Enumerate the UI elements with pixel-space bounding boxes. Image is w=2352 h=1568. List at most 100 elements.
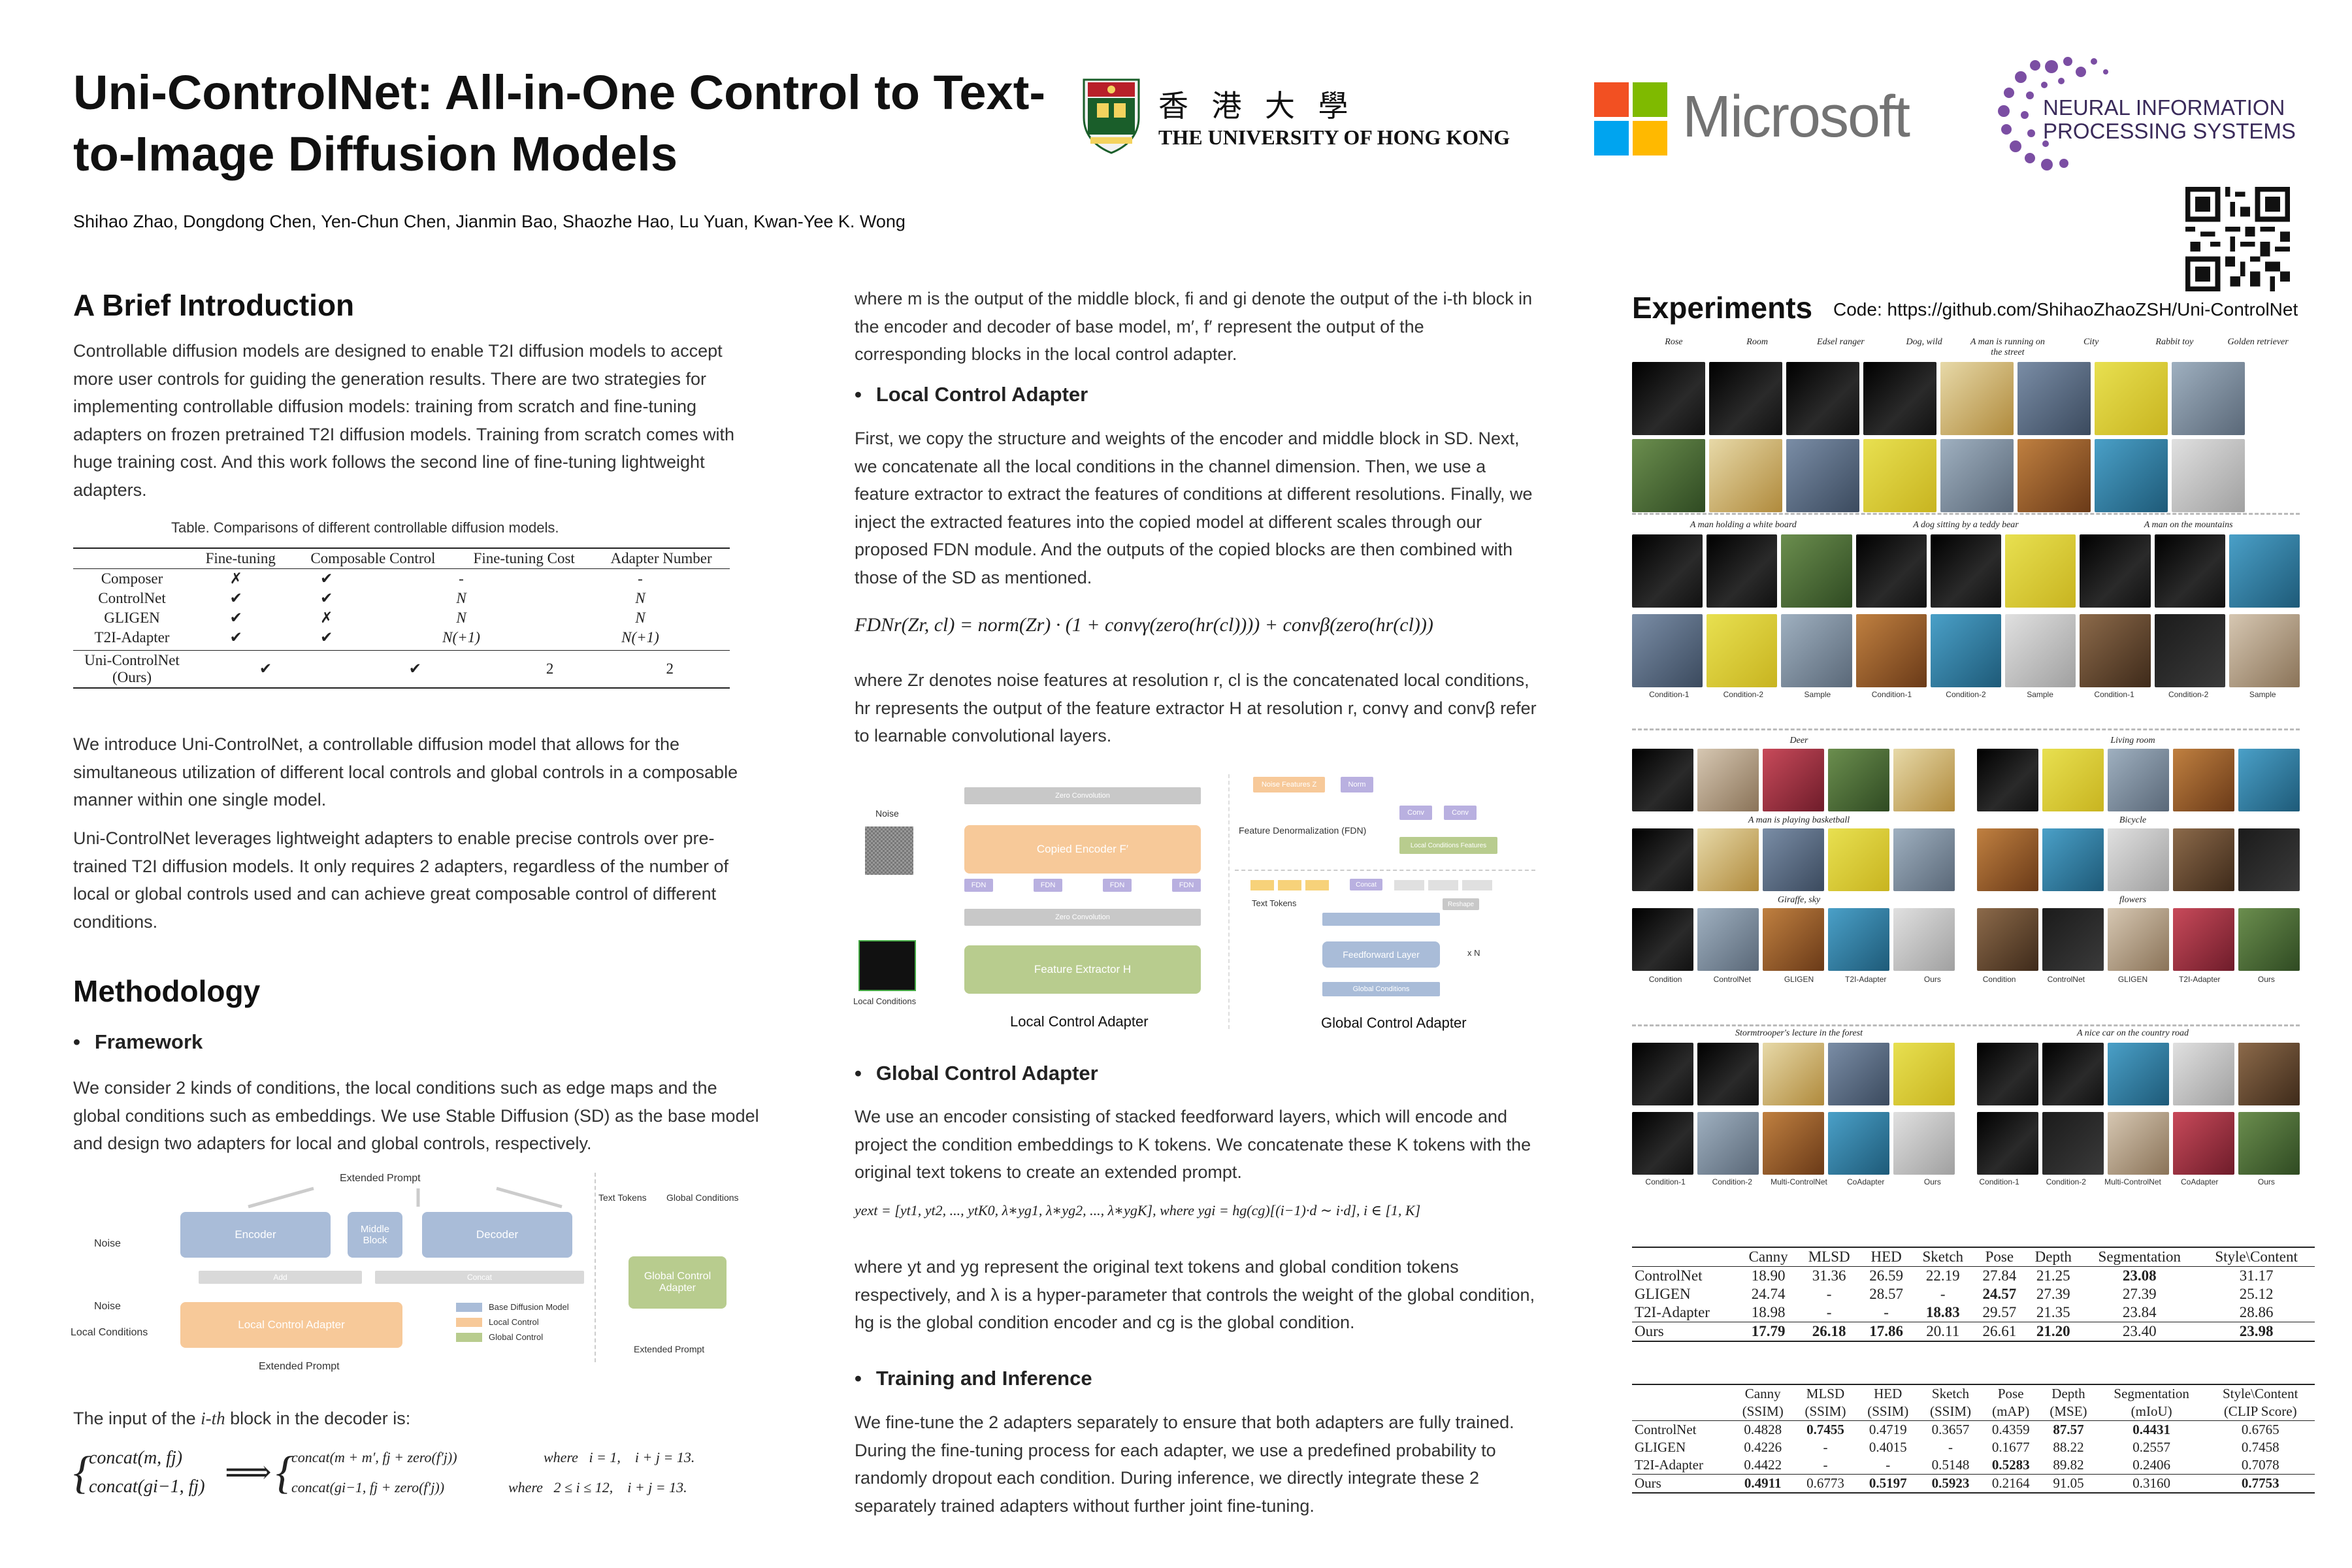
result-image bbox=[1697, 828, 1759, 891]
result-image bbox=[1697, 749, 1759, 811]
result-caption: Condition bbox=[1648, 975, 1682, 984]
result-caption: GLIGEN bbox=[2117, 975, 2148, 984]
result-image bbox=[1781, 534, 1852, 608]
global-where-text: where yt and yg represent the original t… bbox=[855, 1257, 1535, 1332]
result-image bbox=[2042, 908, 2104, 971]
result-image bbox=[1863, 362, 1936, 435]
middle-block-box: Middle Block bbox=[348, 1212, 402, 1258]
result-label: A man is playing basketball bbox=[1748, 815, 1850, 825]
result-caption: GLIGEN bbox=[1784, 975, 1814, 984]
result-image bbox=[1632, 614, 1703, 687]
result-image bbox=[1893, 1112, 1955, 1175]
concat-bar: Concat bbox=[375, 1271, 584, 1284]
result-image bbox=[1893, 908, 1955, 971]
fdn-equation: FDNr(Zr, cl) = norm(Zr) · (1 + convγ(zer… bbox=[855, 614, 1433, 636]
result-image bbox=[1828, 1043, 1889, 1105]
intro-paragraph-2: We introduce Uni-ControlNet, a controlla… bbox=[73, 734, 738, 809]
implies-arrow-icon: ⟹ bbox=[225, 1454, 272, 1490]
result-image bbox=[2042, 1112, 2104, 1175]
result-label: CoAdapter bbox=[2181, 1177, 2219, 1186]
result-image bbox=[1781, 614, 1852, 687]
microsoft-wordmark: Microsoft bbox=[1682, 84, 1910, 150]
result-label: Sample bbox=[1804, 690, 1831, 699]
comparison-table-caption: Table. Comparisons of different controll… bbox=[171, 519, 559, 536]
result-image bbox=[2238, 908, 2300, 971]
result-image bbox=[1697, 908, 1759, 971]
result-label: A nice car on the country road bbox=[2076, 1028, 2189, 1038]
result-image bbox=[1863, 439, 1936, 512]
result-image bbox=[2108, 1043, 2169, 1105]
result-image bbox=[1940, 362, 2014, 435]
framework-text: We consider 2 kinds of conditions, the l… bbox=[73, 1078, 759, 1153]
result-image bbox=[1940, 439, 2014, 512]
local-control-adapter-box: Local Control Adapter bbox=[180, 1302, 402, 1348]
add-bar: Add bbox=[199, 1271, 362, 1284]
result-caption: ControlNet bbox=[2047, 975, 2085, 984]
intro-paragraph-1: Controllable diffusion models are design… bbox=[73, 341, 734, 500]
result-image bbox=[1632, 828, 1693, 891]
training-text: We fine-tune the 2 adapters separately t… bbox=[855, 1413, 1514, 1516]
result-image bbox=[2173, 908, 2234, 971]
result-label: Room bbox=[1746, 337, 1768, 347]
result-image bbox=[1828, 908, 1889, 971]
result-label: A man holding a white board bbox=[1690, 520, 1797, 530]
decoder-input-text: The input of the i-th block in the decod… bbox=[73, 1409, 411, 1428]
result-image bbox=[1632, 362, 1705, 435]
result-image bbox=[2080, 534, 2151, 608]
result-image bbox=[1763, 828, 1824, 891]
result-label: Condition-1 bbox=[2094, 690, 2134, 699]
result-label: A dog sitting by a teddy bear bbox=[1913, 520, 2019, 530]
result-label: City bbox=[2083, 337, 2099, 347]
result-label: Bicycle bbox=[2119, 815, 2147, 825]
result-image bbox=[2154, 534, 2225, 608]
result-caption: T2I-Adapter bbox=[1845, 975, 1887, 984]
framework-heading: •Framework bbox=[73, 1030, 203, 1053]
code-link[interactable]: Code: https://github.com/ShihaoZhaoZSH/U… bbox=[1833, 299, 2298, 319]
result-label: A man on the mountains bbox=[2144, 520, 2233, 530]
result-image bbox=[1697, 1043, 1759, 1105]
result-image bbox=[1763, 1112, 1824, 1175]
neurips-line1: NEURAL INFORMATION bbox=[2043, 95, 2285, 120]
result-label: Ours bbox=[2257, 1177, 2275, 1186]
local-conditions-image bbox=[858, 940, 916, 991]
result-image bbox=[2005, 614, 2076, 687]
intro-heading: A Brief Introduction bbox=[73, 288, 355, 322]
comparison-table-header: Fine-tuning Composable Control Fine-tuni… bbox=[205, 550, 712, 566]
result-image bbox=[2173, 1043, 2234, 1105]
result-image bbox=[1632, 1112, 1693, 1175]
microsoft-squares-icon bbox=[1594, 82, 1667, 155]
result-label: Condition-2 bbox=[1712, 1177, 1752, 1186]
result-image bbox=[1786, 439, 1859, 512]
result-image bbox=[1977, 908, 2038, 971]
result-label: Condition-1 bbox=[1979, 1177, 2019, 1186]
qr-code-icon bbox=[2185, 187, 2290, 291]
result-image bbox=[1632, 908, 1693, 971]
bullet-icon: • bbox=[855, 1062, 862, 1085]
result-caption: Condition bbox=[1982, 975, 2016, 984]
intro-paragraph-3: Uni-ControlNet leverages lightweight ada… bbox=[73, 828, 729, 932]
result-label: Edsel ranger bbox=[1817, 337, 1865, 347]
result-label: A man is running on the street bbox=[1970, 337, 2045, 357]
adapter-diagrams: Noise Local Conditions Zero Convolution … bbox=[849, 774, 1542, 1036]
table-subheader: (SSIM)(SSIM)(SSIM)(SSIM)(mAP)(MSE)(mIoU)… bbox=[1742, 1403, 2297, 1419]
result-image bbox=[2017, 439, 2091, 512]
comparison-table: Fine-tuning Composable Control Fine-tuni… bbox=[73, 547, 730, 689]
result-caption: Ours bbox=[2257, 975, 2275, 984]
global-equation: yext = [yt1, yt2, ..., ytK0, λ∗yg1, λ∗yg… bbox=[855, 1202, 1421, 1218]
result-image bbox=[1707, 614, 1778, 687]
result-image bbox=[1632, 749, 1693, 811]
result-label: Condition-2 bbox=[1723, 690, 1764, 699]
result-label: Condition-2 bbox=[2168, 690, 2209, 699]
result-label: Multi-ControlNet bbox=[1771, 1177, 1827, 1186]
diagram-legend: Base Diffusion Model Local Control Globa… bbox=[456, 1302, 569, 1342]
result-label: Condition-1 bbox=[1649, 690, 1690, 699]
result-image bbox=[1828, 828, 1889, 891]
result-label: Golden retriever bbox=[2227, 337, 2289, 347]
result-label: CoAdapter bbox=[1847, 1177, 1885, 1186]
